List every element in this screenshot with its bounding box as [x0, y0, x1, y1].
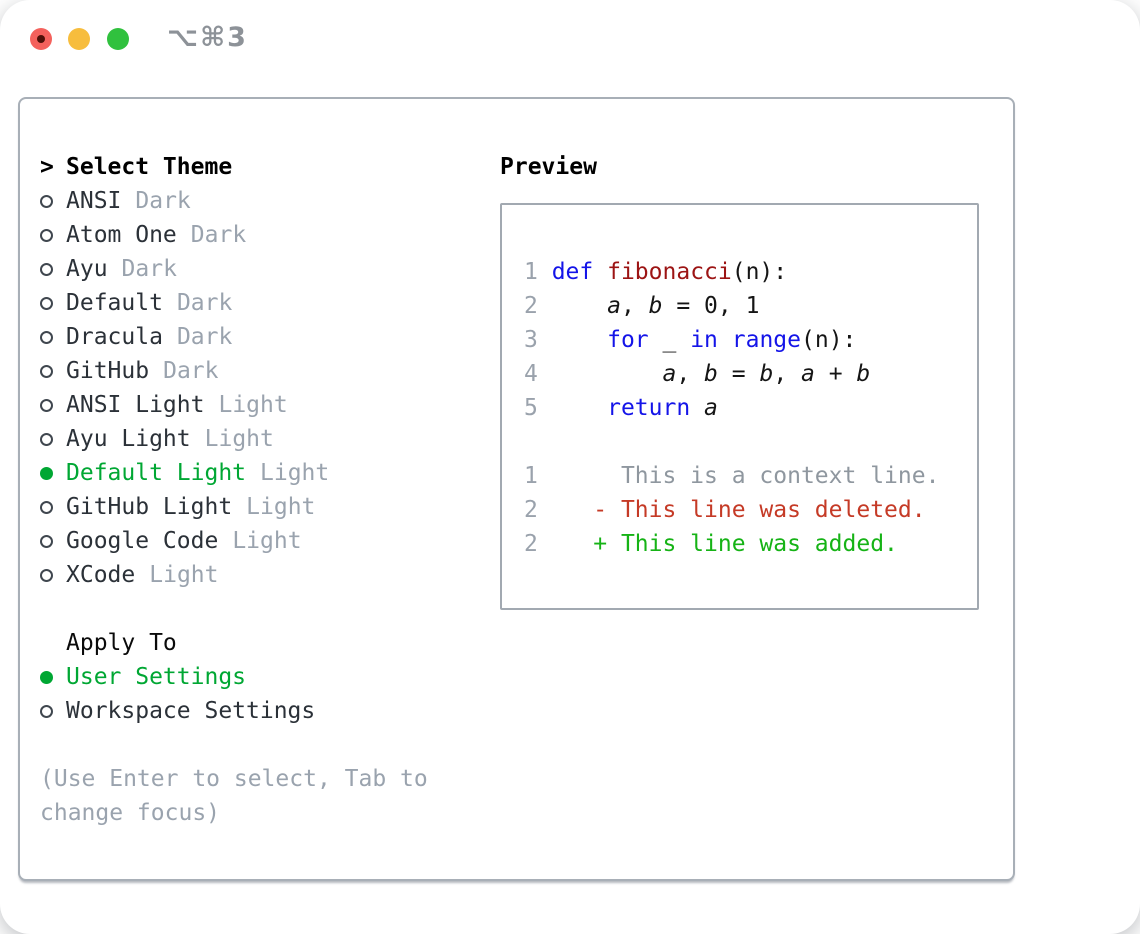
- theme-variant: Light: [232, 528, 302, 554]
- titlebar[interactable]: ⌥⌘3: [0, 0, 1140, 97]
- preview-code: 1 def fibonacci(n): 2 a, b = 0, 1 3 for _ …: [524, 255, 977, 561]
- theme-option-github[interactable]: GitHub Dark: [40, 354, 480, 388]
- radio-unselected-icon: [40, 704, 53, 718]
- line-number: 2: [524, 531, 552, 557]
- theme-name: ANSI: [66, 188, 122, 214]
- apply-option-user-settings[interactable]: User Settings: [40, 660, 480, 694]
- apply-to-header: Apply To: [40, 626, 480, 660]
- line-number: 1: [524, 259, 552, 285]
- code-line: 2 - This line was deleted.: [524, 497, 926, 523]
- radio-unselected-icon: [40, 296, 53, 310]
- theme-option-google-code[interactable]: Google Code Light: [40, 524, 480, 558]
- close-button[interactable]: [30, 28, 52, 50]
- radio-unselected-icon: [40, 228, 53, 242]
- code-line: 2 a, b = 0, 1: [524, 293, 760, 319]
- theme-variant: Light: [204, 426, 274, 452]
- radio-unselected-icon: [40, 500, 53, 514]
- zoom-button[interactable]: [107, 28, 129, 50]
- code-line: 5 return a: [524, 395, 718, 421]
- radio-unselected-icon: [40, 534, 53, 548]
- hint-text: (Use Enter to select, Tab to change focus…: [40, 762, 480, 830]
- theme-name: ANSI Light: [66, 392, 205, 418]
- preview-box: 1 def fibonacci(n): 2 a, b = 0, 1 3 for _ …: [500, 203, 979, 610]
- hint-line: change focus): [40, 800, 221, 826]
- preview-header: Preview: [500, 150, 992, 184]
- code-line: 1 def fibonacci(n):: [524, 259, 788, 285]
- theme-variant: Dark: [190, 222, 247, 248]
- line-number: 1: [524, 463, 552, 489]
- apply-option-label: User Settings: [66, 664, 247, 690]
- line-number: 2: [524, 293, 552, 319]
- theme-name: GitHub: [66, 358, 150, 384]
- theme-name: GitHub Light: [66, 494, 233, 520]
- line-number: 5: [524, 395, 552, 421]
- radio-unselected-icon: [40, 194, 53, 208]
- theme-option-dracula[interactable]: Dracula Dark: [40, 320, 480, 354]
- radio-unselected-icon: [40, 330, 53, 344]
- close-dot-icon: [37, 35, 45, 43]
- theme-name: Ayu Light: [66, 426, 191, 452]
- theme-name: Default: [66, 290, 163, 316]
- theme-name: Atom One: [66, 222, 177, 248]
- theme-option-default-light[interactable]: Default Light Light: [40, 456, 480, 490]
- code-line: 4 a, b = b, a + b: [524, 361, 871, 387]
- code-line: 3 for _ in range(n):: [524, 327, 857, 353]
- theme-name: Default Light: [66, 460, 247, 486]
- theme-name: XCode: [66, 562, 136, 588]
- spacer: [40, 592, 480, 626]
- select-theme-title: Select Theme: [66, 154, 233, 180]
- line-number: 2: [524, 497, 552, 523]
- radio-unselected-icon: [40, 398, 53, 412]
- theme-name: Dracula: [66, 324, 163, 350]
- theme-variant: Light: [218, 392, 288, 418]
- spacer: [40, 728, 480, 762]
- theme-variant: Dark: [176, 290, 233, 316]
- radio-unselected-icon: [40, 432, 53, 446]
- theme-option-github-light[interactable]: GitHub Light Light: [40, 490, 480, 524]
- radio-unselected-icon: [40, 364, 53, 378]
- code-line: 2 + This line was added.: [524, 531, 898, 557]
- theme-variant: Dark: [163, 358, 219, 384]
- hint-line: (Use Enter to select, Tab to: [40, 766, 428, 792]
- theme-variant: Light: [260, 460, 330, 486]
- line-number: 3: [524, 327, 552, 353]
- theme-variant: Dark: [135, 188, 191, 214]
- theme-variant: Light: [246, 494, 316, 520]
- radio-selected-icon: [40, 466, 53, 480]
- theme-option-ansi[interactable]: ANSI Dark: [40, 184, 480, 218]
- apply-option-label: Workspace Settings: [66, 698, 316, 724]
- apply-to-title: Apply To: [66, 630, 177, 656]
- theme-option-ayu[interactable]: Ayu Dark: [40, 252, 480, 286]
- theme-variant: Light: [149, 562, 219, 588]
- radio-selected-icon: [40, 670, 53, 684]
- radio-unselected-icon: [40, 262, 53, 276]
- focus-arrow-icon: >: [40, 154, 54, 180]
- minimize-button[interactable]: [68, 28, 90, 50]
- theme-variant: Dark: [121, 256, 177, 282]
- theme-option-xcode[interactable]: XCode Light: [40, 558, 480, 592]
- line-number: 4: [524, 361, 552, 387]
- preview-column: Preview 1 def fibonacci(n): 2 a, b = 0, 1…: [500, 150, 992, 610]
- theme-name: Google Code: [66, 528, 219, 554]
- window-title: ⌥⌘3: [167, 22, 248, 53]
- theme-option-ayu-light[interactable]: Ayu Light Light: [40, 422, 480, 456]
- theme-option-ansi-light[interactable]: ANSI Light Light: [40, 388, 480, 422]
- apply-option-workspace-settings[interactable]: Workspace Settings: [40, 694, 480, 728]
- select-theme-header: > Select Theme: [40, 150, 480, 184]
- radio-unselected-icon: [40, 568, 53, 582]
- theme-variant: Dark: [176, 324, 233, 350]
- theme-option-default[interactable]: Default Dark: [40, 286, 480, 320]
- preview-title: Preview: [500, 154, 597, 180]
- code-line: [524, 425, 977, 459]
- theme-name: Ayu: [66, 256, 108, 282]
- theme-option-atom-one[interactable]: Atom One Dark: [40, 218, 480, 252]
- code-line: 1 This is a context line.: [524, 463, 940, 489]
